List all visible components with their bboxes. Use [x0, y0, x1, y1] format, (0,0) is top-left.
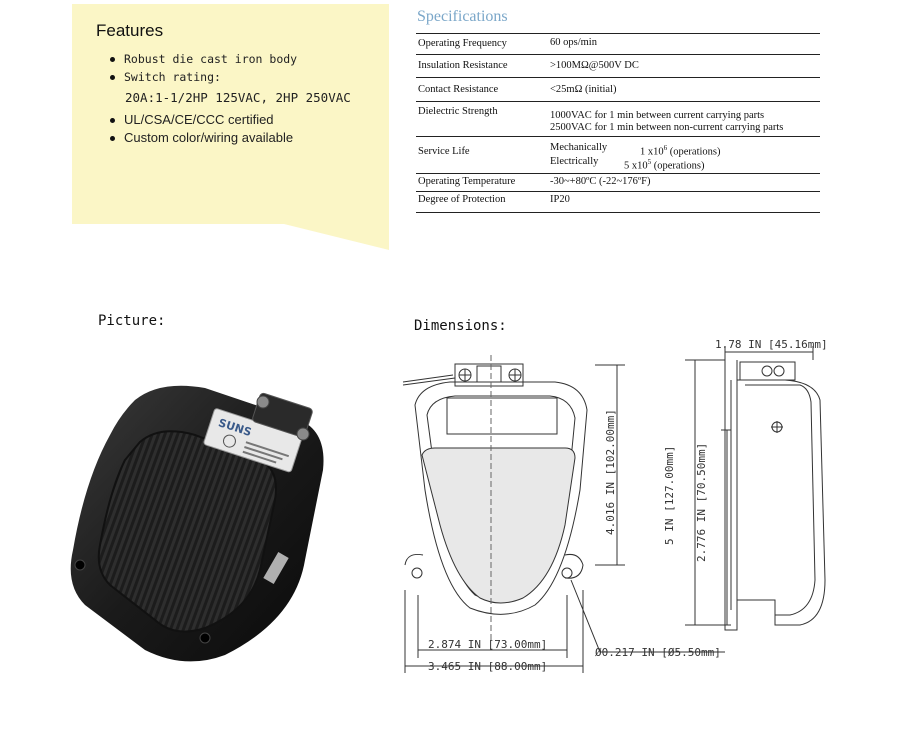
- dim-height-total: 5 IN [127.00mm]: [663, 446, 676, 545]
- spec-label: Operating Frequency: [418, 38, 507, 49]
- spec-value: Mechanically: [550, 142, 608, 153]
- feature-item: Switch rating:: [124, 70, 221, 84]
- elec-unit: (operations): [653, 160, 705, 172]
- spec-value: 60 ops/min: [550, 37, 597, 48]
- spec-value: 2500VAC for 1 min between non-current ca…: [550, 122, 784, 133]
- dim-height-front: 4.016 IN [102.00mm]: [604, 409, 617, 535]
- bullet: [110, 118, 115, 123]
- elec-base: 5 x10: [624, 160, 648, 172]
- feature-item: 20A:1-1/2HP 125VAC, 2HP 250VAC: [125, 90, 351, 105]
- spec-row: Insulation Resistance >100MΩ@500V DC: [416, 54, 820, 77]
- feature-item: UL/CSA/CE/CCC certified: [124, 112, 274, 127]
- spec-label: Operating Temperature: [418, 176, 516, 187]
- spec-label: Degree of Protection: [418, 194, 506, 205]
- mech-unit: (operations): [669, 146, 721, 158]
- mech-base: 1 x10: [640, 146, 664, 158]
- spec-value: 1000VAC for 1 min between current carryi…: [550, 110, 765, 121]
- spec-label: Contact Resistance: [418, 84, 499, 95]
- dim-hole: Ø0.217 IN [Ø5.50mm]: [595, 646, 721, 659]
- spec-row: Degree of Protection IP20: [416, 191, 820, 213]
- spec-row: Service Life Mechanically 1 x106 (operat…: [416, 136, 820, 173]
- spec-label: Service Life: [418, 146, 470, 157]
- spec-value: 5 x105 (operations): [624, 156, 704, 173]
- spec-value: Electrically: [550, 156, 599, 167]
- specifications-title: Specifications: [417, 8, 508, 25]
- bullet: [110, 57, 115, 62]
- mech-exp: 6: [663, 144, 668, 152]
- spec-value: >100MΩ@500V DC: [550, 60, 639, 71]
- feature-item: Custom color/wiring available: [124, 130, 294, 145]
- foot-pedal-photo: SUNS: [70, 385, 324, 662]
- spec-row: Dielectric Strength 1000VAC for 1 min be…: [416, 101, 820, 136]
- spec-value: IP20: [550, 194, 570, 205]
- dimensions-label: Dimensions:: [414, 318, 507, 334]
- spec-value: 1 x106 (operations): [640, 142, 720, 159]
- features-title: Features: [96, 21, 164, 40]
- spec-row: Operating Frequency 60 ops/min: [416, 33, 820, 54]
- bullet: [110, 75, 115, 80]
- dimension-drawing: 4.016 IN [102.00mm] 2.874 IN [73.00mm] 3…: [402, 340, 828, 673]
- dim-width-outer: 3.465 IN [88.00mm]: [428, 660, 547, 673]
- features-panel: Features Robust die cast iron body Switc…: [72, 4, 389, 250]
- spec-row: Operating Temperature -30~+80ºC (-22~176…: [416, 173, 820, 191]
- screw-icon: [256, 395, 270, 409]
- specifications-table: Operating Frequency 60 ops/min Insulatio…: [416, 33, 820, 213]
- elec-exp: 5: [647, 158, 652, 166]
- spec-value: -30~+80ºC (-22~176ºF): [550, 176, 651, 187]
- spec-label: Dielectric Strength: [418, 106, 498, 117]
- dim-depth: 1.78 IN [45.16mm]: [715, 340, 828, 351]
- spec-label: Insulation Resistance: [418, 60, 508, 71]
- screw-icon: [296, 427, 310, 441]
- spec-row: Contact Resistance <25mΩ (initial): [416, 77, 820, 101]
- feature-item: Robust die cast iron body: [124, 52, 298, 66]
- dim-width-inner: 2.874 IN [73.00mm]: [428, 638, 547, 651]
- picture-label: Picture:: [98, 313, 166, 329]
- ul-mark-icon: [222, 434, 236, 448]
- dim-height-mid: 2.776 IN [70.50mm]: [695, 443, 708, 562]
- bullet: [110, 136, 115, 141]
- spec-value: <25mΩ (initial): [550, 84, 617, 95]
- features-background: [72, 4, 389, 250]
